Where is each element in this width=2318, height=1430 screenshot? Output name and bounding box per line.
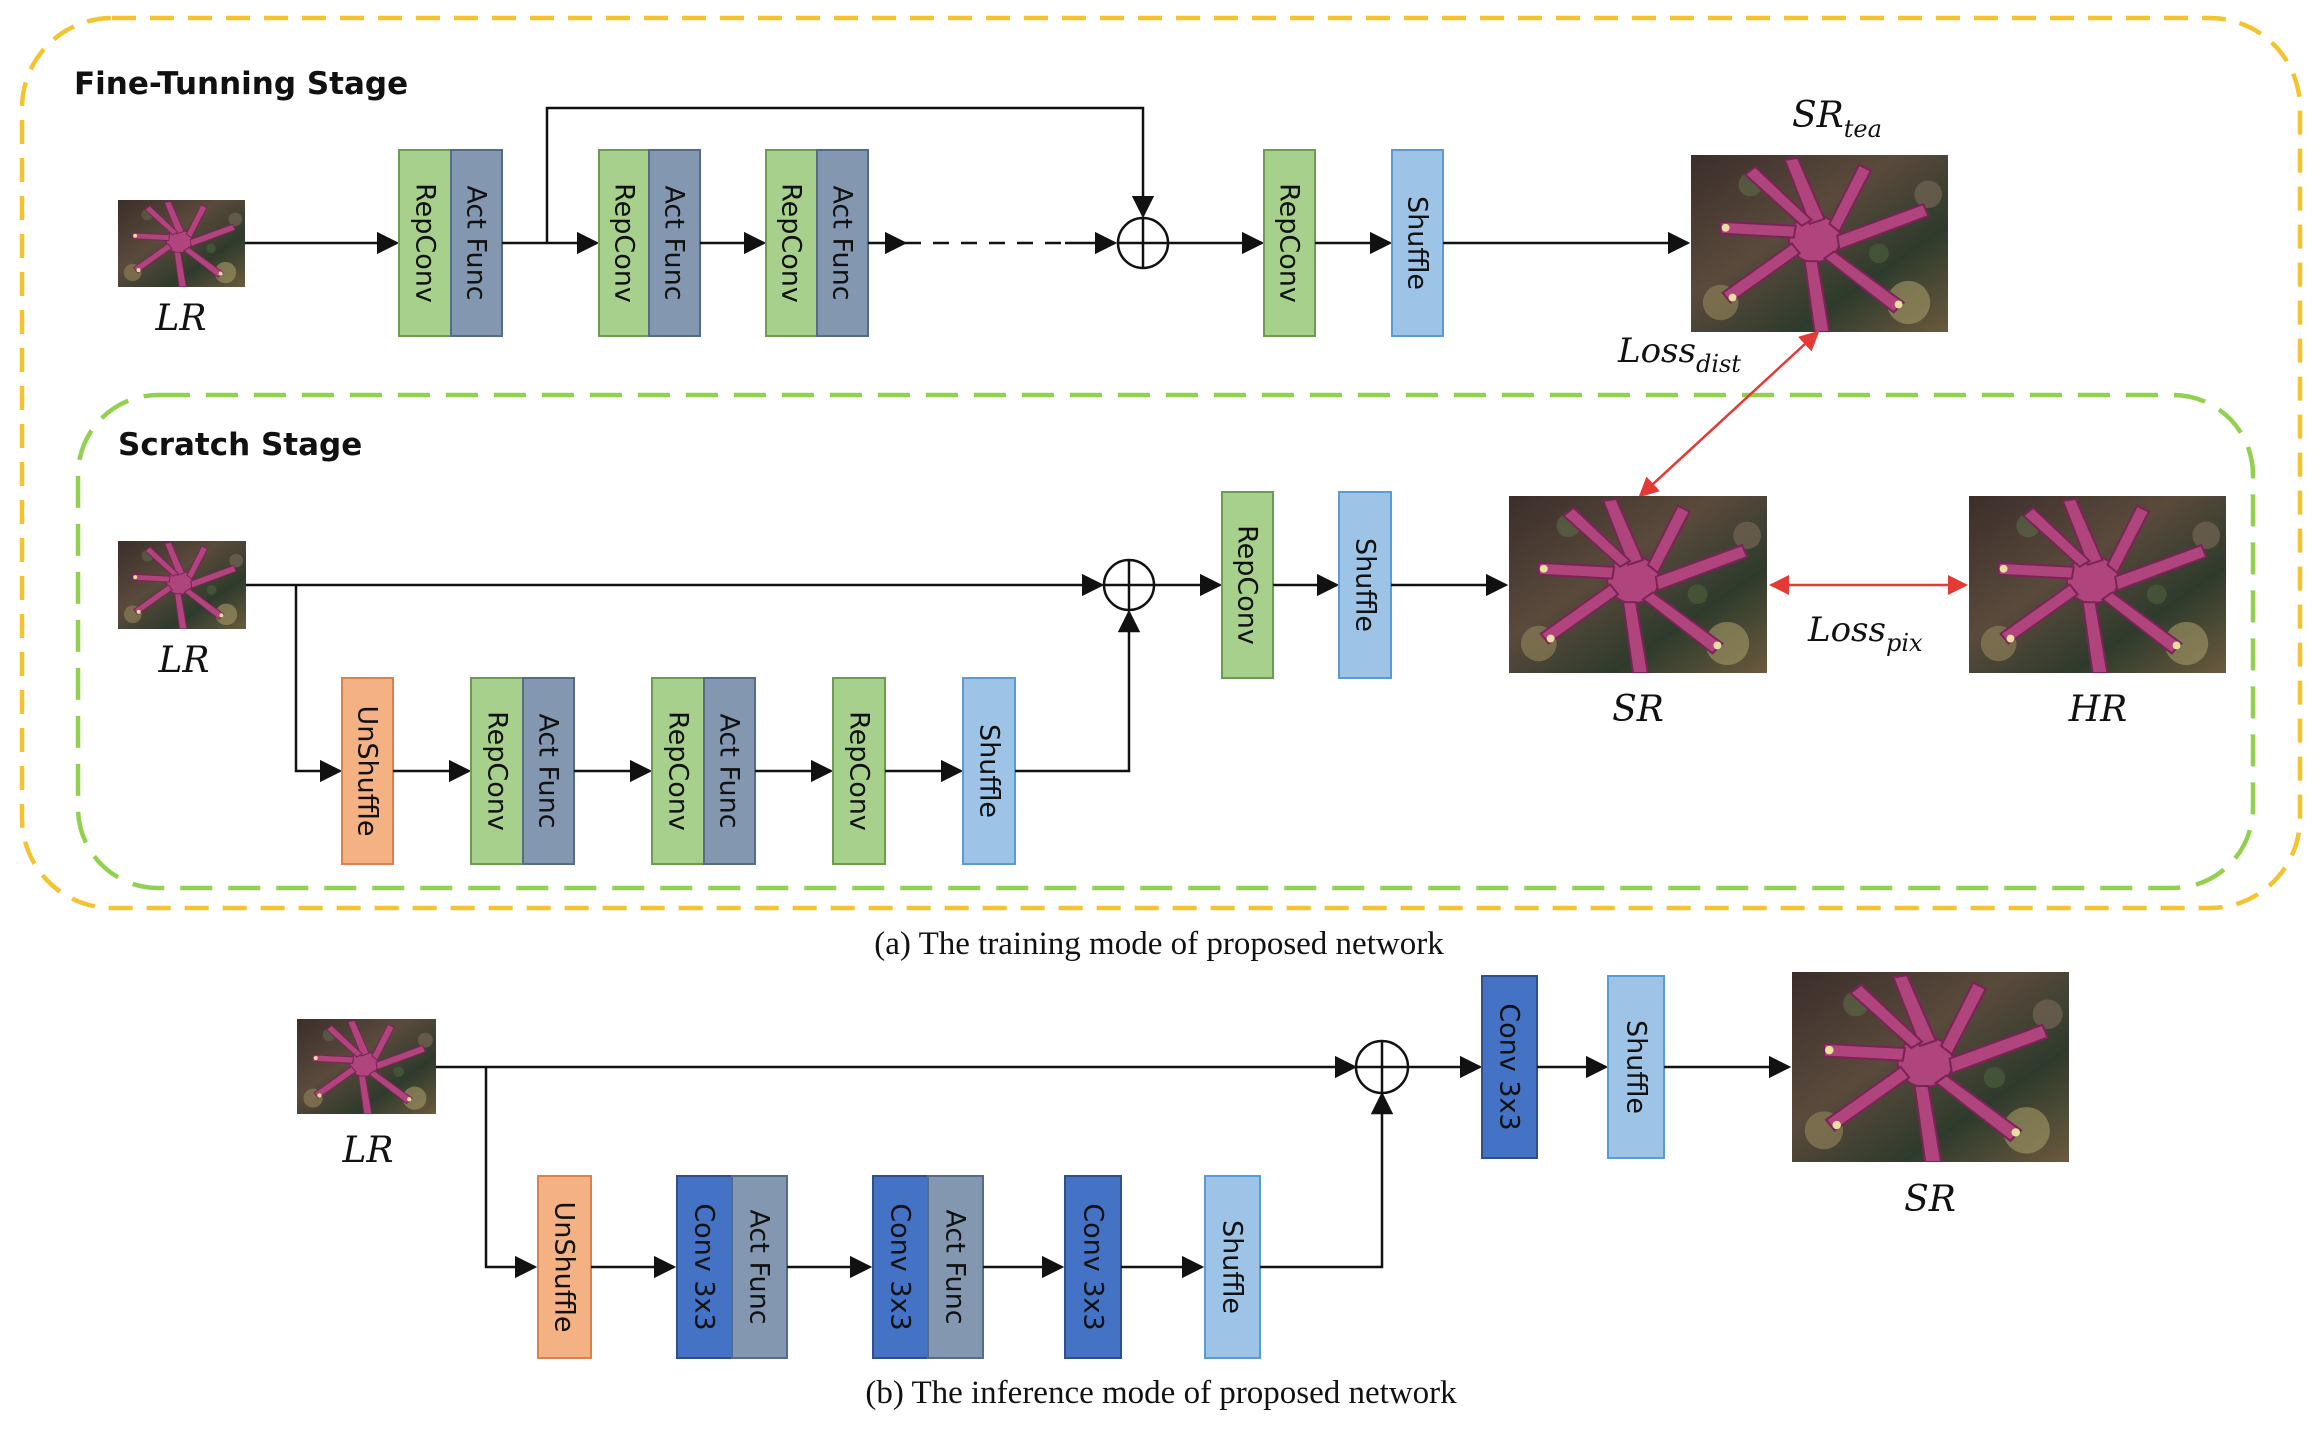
svg-text:Conv 3x3: Conv 3x3 bbox=[1494, 1003, 1525, 1130]
inf-lr-image bbox=[297, 1019, 436, 1114]
svg-text:RepConv: RepConv bbox=[844, 711, 875, 831]
sc-actfunc-1: Act Func bbox=[522, 677, 575, 865]
finetune-stage-title: Fine-Tunning Stage bbox=[74, 66, 408, 102]
scratch-stage-border bbox=[75, 392, 2256, 891]
loss-dist-label: Lossdist bbox=[1617, 331, 1741, 378]
svg-text:RepConv: RepConv bbox=[1274, 183, 1305, 303]
svg-text:Act Func: Act Func bbox=[714, 713, 745, 828]
ft-repconv-1: RepConv bbox=[398, 149, 452, 337]
sc-repconv-1: RepConv bbox=[470, 677, 524, 865]
svg-text:RepConv: RepConv bbox=[1232, 525, 1263, 645]
svg-text:UnShuffle: UnShuffle bbox=[549, 1202, 580, 1333]
sc-shuffle-1: Shuffle bbox=[962, 677, 1016, 865]
inf-lr-label: LR bbox=[341, 1130, 393, 1171]
inf-actfunc-2: Act Func bbox=[927, 1175, 984, 1359]
inf-conv3x3-1: Conv 3x3 bbox=[676, 1175, 733, 1359]
ft-repconv-4: RepConv bbox=[1263, 149, 1316, 337]
svg-text:Shuffle: Shuffle bbox=[1350, 538, 1381, 632]
ft-actfunc-2: Act Func bbox=[648, 149, 701, 337]
finetune-stage-border bbox=[19, 15, 2303, 911]
sc-repconv-4: RepConv bbox=[1221, 491, 1274, 679]
sc-unshuffle: UnShuffle bbox=[341, 677, 394, 865]
ft-lr-label: LR bbox=[154, 298, 206, 339]
sc-sr-image bbox=[1509, 496, 1767, 673]
inf-shuffle-1: Shuffle bbox=[1204, 1175, 1261, 1359]
inf-shuffle-2: Shuffle bbox=[1607, 975, 1665, 1159]
svg-text:Act Func: Act Func bbox=[827, 185, 858, 300]
svg-text:UnShuffle: UnShuffle bbox=[352, 706, 383, 837]
ft-repconv-3: RepConv bbox=[765, 149, 818, 337]
sc-lr-image bbox=[118, 541, 246, 629]
ft-shuffle: Shuffle bbox=[1391, 149, 1444, 337]
svg-text:Conv 3x3: Conv 3x3 bbox=[689, 1203, 720, 1330]
sc-hr-label: HR bbox=[2068, 689, 2128, 730]
caption-inference: (b) The inference mode of proposed netwo… bbox=[865, 1375, 1457, 1411]
inf-add-node bbox=[1354, 1039, 1410, 1095]
svg-text:RepConv: RepConv bbox=[776, 183, 807, 303]
loss-dist-arrow bbox=[1638, 330, 1820, 498]
svg-text:Shuffle: Shuffle bbox=[974, 724, 1005, 818]
svg-text:Act Func: Act Func bbox=[461, 185, 492, 300]
svg-text:Act Func: Act Func bbox=[533, 713, 564, 828]
scratch-stage-title: Scratch Stage bbox=[118, 427, 362, 463]
svg-text:Act Func: Act Func bbox=[940, 1209, 971, 1324]
inf-sr-image bbox=[1792, 972, 2069, 1162]
svg-text:RepConv: RepConv bbox=[663, 711, 694, 831]
svg-text:Shuffle: Shuffle bbox=[1402, 196, 1433, 290]
ft-repconv-2: RepConv bbox=[598, 149, 650, 337]
inf-conv3x3-3: Conv 3x3 bbox=[1064, 1175, 1122, 1359]
svg-text:Act Func: Act Func bbox=[659, 185, 690, 300]
sc-lr-label: LR bbox=[157, 640, 209, 681]
inf-conv3x3-2: Conv 3x3 bbox=[872, 1175, 929, 1359]
svg-text:Act Func: Act Func bbox=[744, 1209, 775, 1324]
ft-lr-image bbox=[118, 200, 245, 287]
ft-actfunc-1: Act Func bbox=[450, 149, 503, 337]
ft-add-node bbox=[1116, 216, 1170, 270]
sc-shuffle-2: Shuffle bbox=[1338, 491, 1392, 679]
svg-text:Conv 3x3: Conv 3x3 bbox=[885, 1203, 916, 1330]
ft-actfunc-3: Act Func bbox=[816, 149, 869, 337]
inf-unshuffle: UnShuffle bbox=[537, 1175, 592, 1359]
svg-text:Conv 3x3: Conv 3x3 bbox=[1078, 1203, 1109, 1330]
svg-text:RepConv: RepConv bbox=[482, 711, 513, 831]
inf-conv3x3-4: Conv 3x3 bbox=[1481, 975, 1538, 1159]
sc-add-node bbox=[1102, 558, 1156, 612]
inf-sr-label: SR bbox=[1904, 1179, 1956, 1220]
caption-training: (a) The training mode of proposed networ… bbox=[874, 926, 1444, 962]
sc-sr-label: SR bbox=[1612, 689, 1664, 730]
sc-hr-image bbox=[1969, 496, 2226, 673]
svg-text:RepConv: RepConv bbox=[410, 183, 441, 303]
svg-text:RepConv: RepConv bbox=[609, 183, 640, 303]
inf-actfunc-1: Act Func bbox=[731, 1175, 788, 1359]
ft-sr-tea-image bbox=[1691, 155, 1948, 332]
ft-sr-tea-label: SRtea bbox=[1792, 95, 1882, 143]
svg-text:Shuffle: Shuffle bbox=[1217, 1220, 1248, 1314]
sc-repconv-2: RepConv bbox=[651, 677, 705, 865]
sc-actfunc-2: Act Func bbox=[703, 677, 756, 865]
sc-repconv-3: RepConv bbox=[832, 677, 886, 865]
loss-pix-label: Losspix bbox=[1807, 610, 1923, 657]
svg-text:Shuffle: Shuffle bbox=[1621, 1020, 1652, 1114]
